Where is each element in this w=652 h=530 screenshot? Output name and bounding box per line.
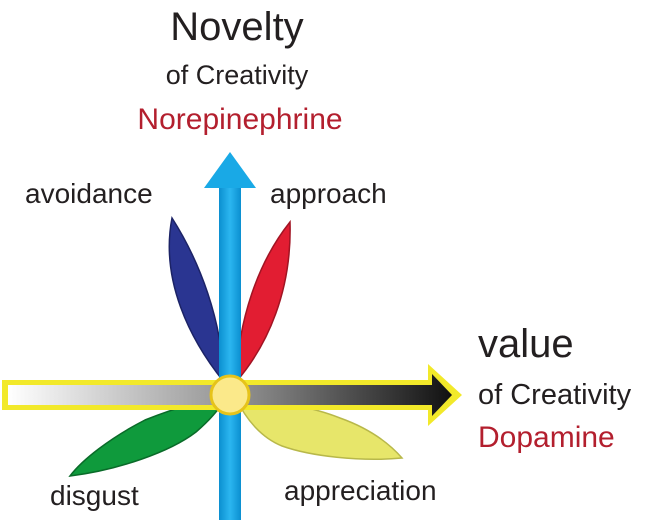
disgust-petal — [68, 397, 228, 477]
appreciation-label: appreciation — [284, 475, 437, 506]
center-circle — [209, 374, 251, 416]
approach-label: approach — [270, 178, 387, 209]
value-subtitle: of Creativity — [478, 379, 632, 411]
novelty-subtitle: of Creativity — [166, 60, 309, 90]
novelty-title: Novelty — [170, 5, 303, 49]
avoidance-label: avoidance — [25, 178, 153, 209]
approach-petal — [235, 219, 291, 385]
disgust-label: disgust — [50, 480, 139, 511]
dopamine-label: Dopamine — [478, 421, 615, 454]
avoidance-petal — [168, 216, 225, 385]
norepinephrine-label: Norepinephrine — [137, 103, 342, 136]
value-title: value — [478, 322, 574, 366]
vertical-arrow — [204, 152, 256, 520]
